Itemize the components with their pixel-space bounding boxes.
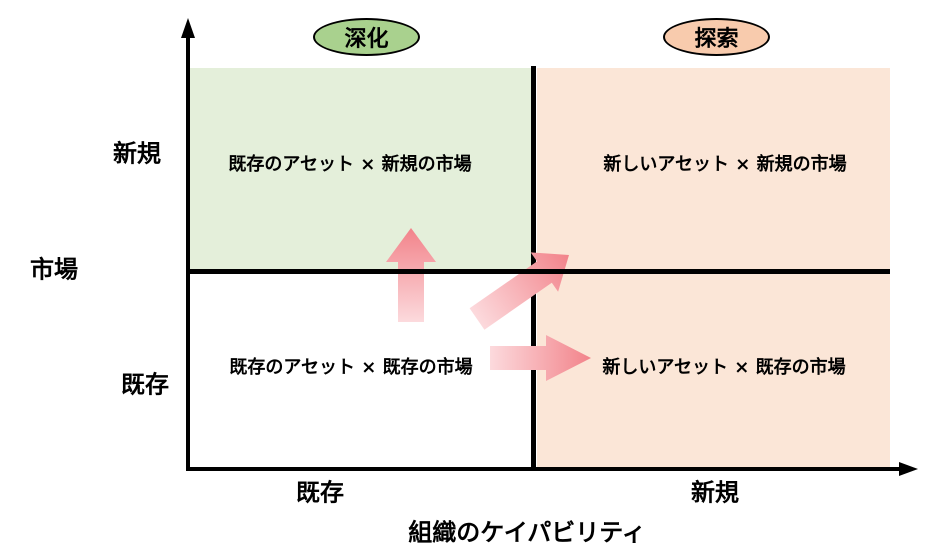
up-arrow-icon — [386, 228, 436, 322]
quadrant-top-right-fill — [537, 68, 890, 270]
exploit-badge: 深化 — [313, 18, 420, 56]
explore-badge-label: 探索 — [694, 27, 739, 52]
y-axis-bottom-label: 既存 — [121, 370, 169, 399]
exploit-badge-label: 深化 — [344, 27, 389, 52]
quadrant-bottom-left-fill — [190, 270, 533, 470]
x-axis-title: 組織のケイパビリティ — [408, 518, 646, 547]
quadrant-top-left-fill — [190, 68, 533, 270]
x-axis-arrowhead-icon — [899, 462, 918, 476]
y-axis-line — [186, 32, 190, 470]
x-axis-right-label: 新規 — [691, 478, 739, 507]
horizontal-divider-line — [186, 269, 890, 274]
quadrant-top-left-label: 既存のアセット × 新規の市場 — [228, 154, 472, 175]
x-axis-left-label: 既存 — [296, 478, 344, 507]
right-arrow-icon — [490, 335, 591, 381]
explore-badge: 探索 — [663, 18, 770, 56]
x-axis-line — [186, 467, 903, 471]
quadrant-bottom-right-label: 新しいアセット × 既存の市場 — [602, 357, 846, 378]
quadrant-bottom-right-fill — [537, 270, 890, 470]
y-axis-top-label: 新規 — [113, 139, 161, 168]
y-axis-title: 市場 — [30, 255, 78, 284]
y-axis-arrowhead-icon — [181, 18, 195, 38]
quadrant-top-right-label: 新しいアセット × 新規の市場 — [603, 154, 847, 175]
quadrant-bottom-left-label: 既存のアセット × 既存の市場 — [229, 357, 473, 378]
diagonal-arrow-icon — [469, 252, 569, 330]
